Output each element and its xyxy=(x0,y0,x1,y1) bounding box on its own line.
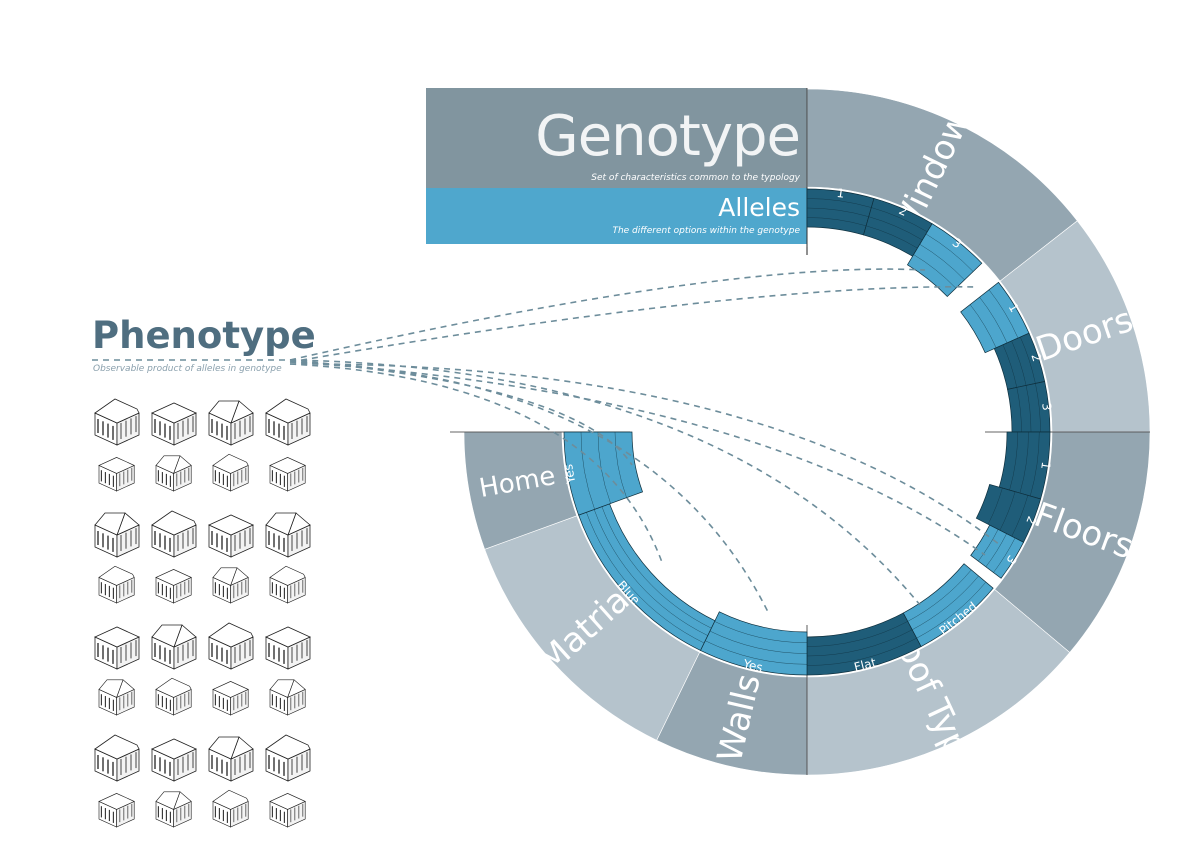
allele-stripe xyxy=(1030,431,1040,497)
phenotype-house xyxy=(269,793,306,828)
allele-stripe xyxy=(1009,431,1018,491)
alleles-header-block xyxy=(426,188,807,244)
phenotype-house xyxy=(98,565,135,604)
phenotype-house xyxy=(151,624,197,670)
phenotype-house xyxy=(212,567,249,604)
phenotype-house xyxy=(98,679,135,716)
phenotype-house xyxy=(269,565,306,604)
phenotype-house xyxy=(208,622,254,670)
allele-stripe xyxy=(916,581,987,639)
connector-line xyxy=(289,363,664,566)
phenotype-house xyxy=(94,734,140,782)
allele-stripe xyxy=(714,621,808,643)
allele-stripe xyxy=(912,575,979,631)
allele-stripe xyxy=(979,297,1008,344)
allele-stripe xyxy=(907,569,972,622)
phenotype-house xyxy=(155,791,192,828)
phenotype-house xyxy=(208,514,254,558)
allele-stripe xyxy=(925,233,974,272)
genotype-title: Genotype xyxy=(535,104,800,169)
allele-stripe xyxy=(586,512,705,644)
allele-label-walls-yes: Yes xyxy=(741,657,764,675)
phenotype-house xyxy=(212,681,249,716)
allele-stripe xyxy=(988,289,1019,339)
phenotype-house xyxy=(265,626,311,670)
phenotype-house xyxy=(265,734,311,782)
connector-line xyxy=(289,361,769,613)
allele-stripe xyxy=(871,207,928,233)
phenotype-house xyxy=(155,569,192,604)
allele-block-floors-3 xyxy=(970,524,1024,579)
connector-line xyxy=(289,286,976,363)
allele-stripe xyxy=(806,637,917,666)
allele-stripe xyxy=(601,506,712,629)
allele-stripe xyxy=(580,431,595,510)
allele-label-doors-3: 3 xyxy=(1039,402,1054,411)
alleles-subtitle: The different options within the genotyp… xyxy=(612,226,800,236)
allele-stripe xyxy=(993,537,1016,573)
phenotype-house xyxy=(269,679,306,716)
allele-stripe xyxy=(806,621,908,647)
phenotype-house xyxy=(208,400,254,446)
allele-stripe xyxy=(614,431,627,498)
phenotype-house xyxy=(212,453,249,492)
allele-label-home-yes: Yes xyxy=(561,463,578,485)
allele-stripe xyxy=(978,529,999,562)
phenotype-house xyxy=(269,457,306,492)
phenotype-house xyxy=(155,455,192,492)
phenotype-house xyxy=(208,736,254,782)
phenotype-house xyxy=(98,457,135,492)
phenotype-house xyxy=(265,398,311,446)
phenotype-house-grid xyxy=(94,398,311,828)
connector-line xyxy=(289,363,1001,546)
allele-stripe xyxy=(806,629,913,657)
genotype-subtitle: Set of characteristics common to the typ… xyxy=(591,173,800,183)
allele-stripe xyxy=(868,216,923,241)
allele-stripe xyxy=(985,533,1007,567)
phenotype-house xyxy=(212,789,249,828)
phenotype-house xyxy=(94,512,140,558)
connector-line xyxy=(289,361,986,556)
allele-stripe xyxy=(806,198,872,208)
phenotype-house xyxy=(94,626,140,670)
phenotype-house xyxy=(151,738,197,782)
connector-line xyxy=(289,359,921,606)
genotype-header-block xyxy=(426,88,807,188)
allele-stripe xyxy=(919,244,965,281)
allele-label-floors-1: 1 xyxy=(1038,461,1053,471)
allele-stripe xyxy=(987,487,1003,525)
allele-stripe xyxy=(593,509,708,636)
connector-line xyxy=(289,359,633,466)
phenotype-connector-lines xyxy=(92,268,1001,613)
allele-stripe xyxy=(969,304,997,348)
allele-label-doors-2: 2 xyxy=(1028,352,1044,364)
phenotype-house xyxy=(151,402,197,446)
alleles-title: Alleles xyxy=(718,193,800,222)
connector-line xyxy=(289,268,926,361)
allele-block-floors-2 xyxy=(975,483,1042,543)
allele-stripe xyxy=(806,207,869,217)
phenotype-house xyxy=(94,398,140,446)
allele-stripe xyxy=(866,225,918,249)
allele-block-doors-1 xyxy=(960,281,1030,354)
phenotype-house xyxy=(98,793,135,828)
phenotype-house xyxy=(265,512,311,558)
phenotype-title: Phenotype xyxy=(92,314,316,357)
allele-label-roof-type-flat: Flat xyxy=(853,655,878,674)
allele-label-windows-1: 1 xyxy=(836,186,846,201)
allele-stripe xyxy=(709,630,808,654)
allele-stripe xyxy=(1019,431,1029,494)
phenotype-house xyxy=(155,677,192,716)
phenotype-house xyxy=(151,510,197,558)
allele-stripe xyxy=(806,217,867,227)
allele-stripe xyxy=(913,254,957,289)
phenotype-subtitle: Observable product of alleles in genotyp… xyxy=(93,364,282,374)
allele-stripe xyxy=(705,640,808,665)
